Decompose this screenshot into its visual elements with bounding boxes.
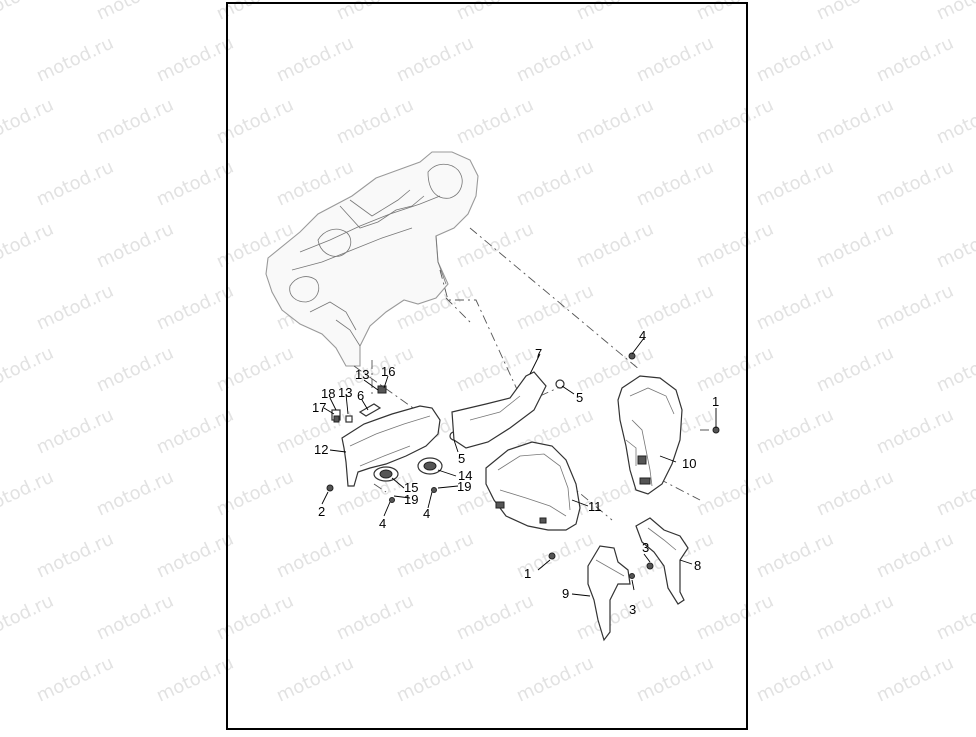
watermark-text: motod.ru <box>33 405 117 459</box>
watermark-text: motod.ru <box>153 33 237 87</box>
callout-14: 14 <box>458 468 472 483</box>
watermark-text: motod.ru <box>933 467 976 521</box>
callout-4-left: 4 <box>379 516 386 531</box>
watermark-text: motod.ru <box>93 0 177 25</box>
watermark-text: motod.ru <box>33 281 117 335</box>
callout-19-b: 19 <box>457 479 471 494</box>
watermark-text: motod.ru <box>33 653 117 707</box>
watermark-text: motod.ru <box>873 281 957 335</box>
watermark-text: motod.ru <box>153 157 237 211</box>
part-10-rear-cover <box>617 375 683 495</box>
part-9-mount-bracket <box>587 545 631 642</box>
diagram-frame <box>226 2 748 730</box>
watermark-text: motod.ru <box>873 33 957 87</box>
watermark-text: motod.ru <box>753 33 837 87</box>
callout-3-bottom: 3 <box>629 602 636 617</box>
watermark-text: motod.ru <box>153 281 237 335</box>
callout-6: 6 <box>357 388 364 403</box>
watermark-text: motod.ru <box>33 157 117 211</box>
callout-10: 10 <box>682 456 696 471</box>
watermark-text: motod.ru <box>33 33 117 87</box>
watermark-text: motod.ru <box>93 591 177 645</box>
part-12-front-cover <box>341 405 441 487</box>
watermark-text: motod.ru <box>813 219 897 273</box>
callout-17: 17 <box>312 400 326 415</box>
watermark-text: motod.ru <box>813 0 897 25</box>
callout-1-bottom: 1 <box>524 566 531 581</box>
watermark-text: motod.ru <box>0 591 57 645</box>
watermark-text: motod.ru <box>0 343 57 397</box>
part-11-timing-cover <box>485 441 581 531</box>
watermark-text: motod.ru <box>873 157 957 211</box>
callout-7: 7 <box>535 346 542 361</box>
watermark-text: motod.ru <box>813 467 897 521</box>
callout-12: 12 <box>314 442 328 457</box>
callout-15: 15 <box>404 480 418 495</box>
watermark-text: motod.ru <box>0 219 57 273</box>
callout-18: 18 <box>321 386 335 401</box>
watermark-text: motod.ru <box>813 343 897 397</box>
callout-19-a: 19 <box>404 492 418 507</box>
engine-case-outline <box>265 151 479 367</box>
callout-3-top: 3 <box>642 540 649 555</box>
watermark-text: motod.ru <box>933 0 976 25</box>
callout-11: 11 <box>588 499 602 514</box>
watermark-text: motod.ru <box>753 281 837 335</box>
watermark-text: motod.ru <box>933 343 976 397</box>
callout-13-a: 13 <box>355 367 369 382</box>
watermark-text: motod.ru <box>933 219 976 273</box>
watermark-text: motod.ru <box>0 0 57 25</box>
watermark-text: motod.ru <box>0 95 57 149</box>
callout-8: 8 <box>694 558 701 573</box>
watermark-text: motod.ru <box>873 529 957 583</box>
part-8-mount-bracket <box>635 517 689 605</box>
callout-5-left: 5 <box>458 451 465 466</box>
watermark-text: motod.ru <box>873 405 957 459</box>
watermark-text: motod.ru <box>933 591 976 645</box>
callout-2: 2 <box>318 504 325 519</box>
watermark-text: motod.ru <box>933 95 976 149</box>
watermark-text: motod.ru <box>753 653 837 707</box>
watermark-text: motod.ru <box>93 219 177 273</box>
watermark-text: motod.ru <box>0 467 57 521</box>
callout-labels: 1 1 2 3 3 4 4 4 5 5 6 7 8 9 10 11 12 13 … <box>312 328 719 617</box>
watermark-text: motod.ru <box>93 95 177 149</box>
callout-13-b: 13 <box>338 385 352 400</box>
watermark-text: motod.ru <box>753 529 837 583</box>
callout-4-mid: 4 <box>423 506 430 521</box>
part-7-bracket <box>451 371 547 449</box>
callout-1-right: 1 <box>712 394 719 409</box>
leader-lines <box>321 337 717 597</box>
callout-5-top: 5 <box>576 390 583 405</box>
watermark-text: motod.ru <box>93 343 177 397</box>
watermark-text: motod.ru <box>153 653 237 707</box>
watermark-text: motod.ru <box>33 529 117 583</box>
watermark-text: motod.ru <box>753 405 837 459</box>
watermark-text: motod.ru <box>153 529 237 583</box>
watermark-text: motod.ru <box>753 157 837 211</box>
watermark-text: motod.ru <box>813 591 897 645</box>
part-15-knob <box>373 466 399 482</box>
watermark-text: motod.ru <box>873 653 957 707</box>
watermark-text: motod.ru <box>153 405 237 459</box>
callout-4-top: 4 <box>639 328 646 343</box>
callout-16: 16 <box>381 364 395 379</box>
watermark-text: motod.ru <box>93 467 177 521</box>
part-14-knob <box>417 457 443 475</box>
watermark-text: motod.ru <box>813 95 897 149</box>
callout-9: 9 <box>562 586 569 601</box>
